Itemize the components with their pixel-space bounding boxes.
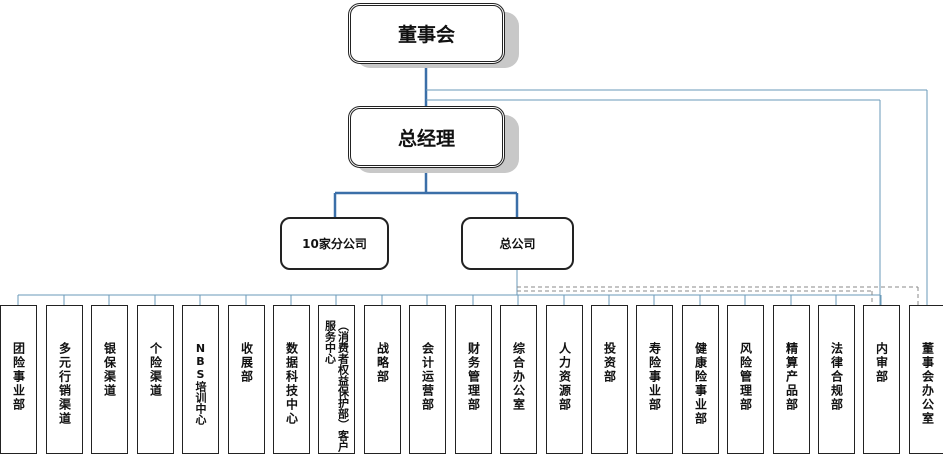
branch-companies-box: 10家分公司 xyxy=(280,217,389,270)
head-office-box: 总公司 xyxy=(461,217,574,270)
department-box-10: 财务管理部 xyxy=(455,305,492,454)
department-box-16: 风险管理部 xyxy=(727,305,764,454)
department-box-9: 会计运营部 xyxy=(409,305,446,454)
department-box-1: 多元行销渠道 xyxy=(46,305,83,454)
department-box-2: 银保渠道 xyxy=(91,305,128,454)
department-label: 健康险事业部 xyxy=(693,342,708,426)
department-box-14: 寿险事业部 xyxy=(636,305,673,454)
general-manager-box: 总经理 xyxy=(348,106,505,168)
department-label: 战略部 xyxy=(375,342,390,384)
department-label: 个险渠道 xyxy=(148,342,163,398)
department-box-19: 内审部 xyxy=(863,305,900,454)
department-box-12: 人力资源部 xyxy=(546,305,583,454)
board-box: 董事会 xyxy=(348,3,505,64)
department-label: 风险管理部 xyxy=(738,342,753,412)
department-label: NBS培训中心 xyxy=(194,342,207,425)
department-label: 综合办公室 xyxy=(511,342,526,412)
department-box-8: 战略部 xyxy=(364,305,401,454)
department-label: （消费者权益保护部）客户服务中心 xyxy=(323,320,350,452)
department-box-6: 数据科技中心 xyxy=(273,305,310,454)
department-box-15: 健康险事业部 xyxy=(682,305,719,454)
department-label: 银保渠道 xyxy=(102,342,117,398)
department-label: 寿险事业部 xyxy=(647,342,662,412)
department-box-18: 法律合规部 xyxy=(818,305,855,454)
department-box-13: 投资部 xyxy=(591,305,628,454)
department-box-7: （消费者权益保护部）客户服务中心 xyxy=(318,305,355,454)
department-label: 多元行销渠道 xyxy=(57,342,72,426)
department-label: 财务管理部 xyxy=(466,342,481,412)
department-box-0: 团险事业部 xyxy=(0,305,37,454)
department-box-4: NBS培训中心 xyxy=(182,305,219,454)
department-box-11: 综合办公室 xyxy=(500,305,537,454)
department-box-5: 收展部 xyxy=(228,305,265,454)
department-box-20: 董事会办公室 xyxy=(909,305,943,454)
department-label: 精算产品部 xyxy=(784,342,799,412)
department-label: 投资部 xyxy=(602,342,617,384)
department-label: 法律合规部 xyxy=(829,342,844,412)
department-label: 内审部 xyxy=(874,342,889,384)
department-box-17: 精算产品部 xyxy=(773,305,810,454)
department-label: 人力资源部 xyxy=(557,342,572,412)
department-label: 董事会办公室 xyxy=(920,342,935,426)
department-label: 收展部 xyxy=(239,342,254,384)
department-label: 团险事业部 xyxy=(11,342,26,412)
department-box-3: 个险渠道 xyxy=(137,305,174,454)
department-label: 会计运营部 xyxy=(420,342,435,412)
department-label: 数据科技中心 xyxy=(284,342,299,426)
